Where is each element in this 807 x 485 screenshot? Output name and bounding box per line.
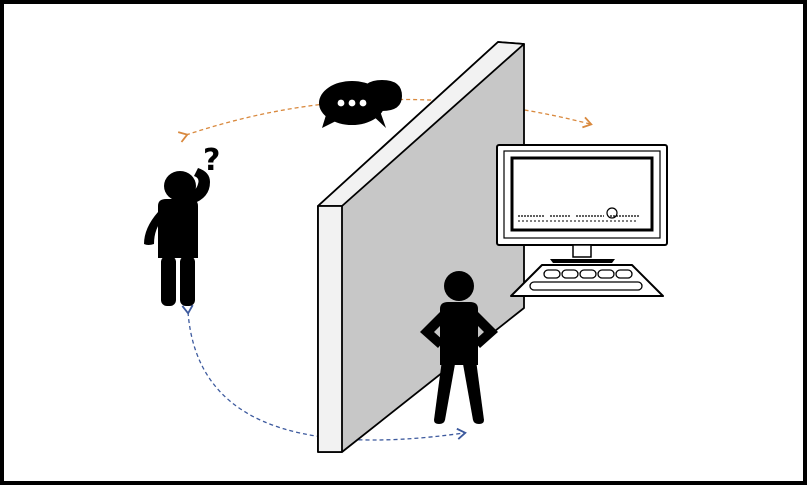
question-mark: ?: [203, 143, 220, 178]
speech-bubbles-icon: [319, 80, 402, 128]
person-scratching-head-icon: [144, 168, 210, 306]
